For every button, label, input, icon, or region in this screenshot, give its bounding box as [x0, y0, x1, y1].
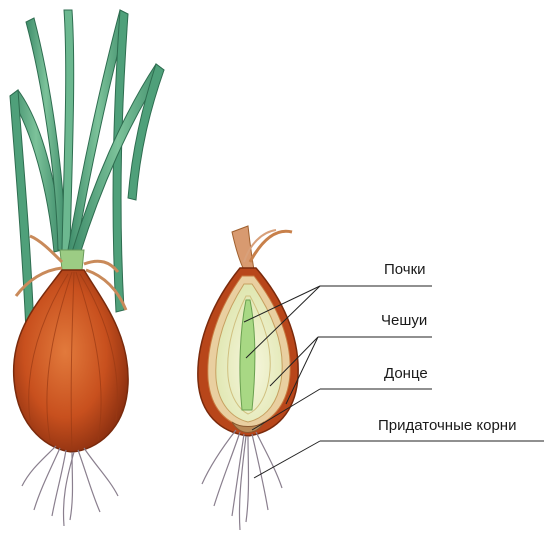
leader-roots — [254, 441, 544, 478]
section-roots — [202, 430, 282, 530]
whole-onion — [10, 10, 164, 526]
whole-onion-roots — [22, 446, 118, 526]
label-adventitious-roots: Придаточные корни — [378, 418, 516, 433]
label-buds: Почки — [384, 262, 426, 277]
label-scales: Чешуи — [381, 313, 427, 328]
section-onion — [198, 226, 298, 530]
label-base: Донце — [384, 366, 428, 381]
section-neck — [232, 226, 292, 270]
